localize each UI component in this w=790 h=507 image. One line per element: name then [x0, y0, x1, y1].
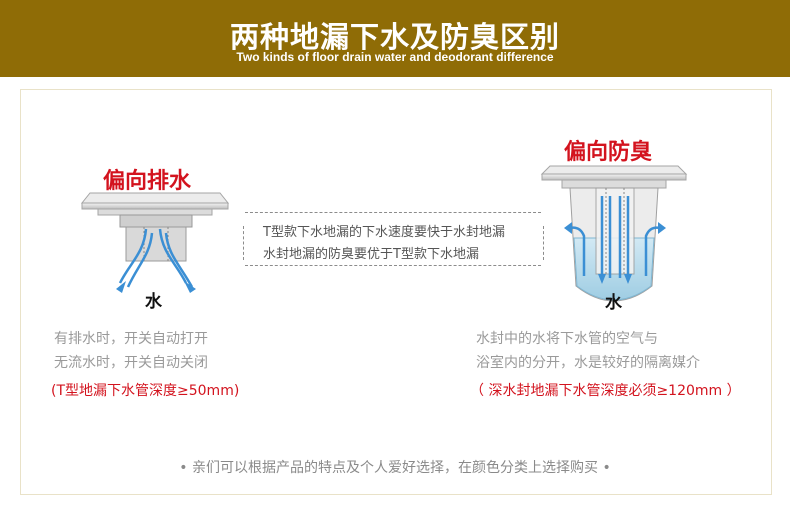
left-caption-line2: 无流水时，开关自动关闭 — [54, 355, 208, 371]
right-note: （ 深水封地漏下水管深度必须≥120mm ） — [470, 383, 741, 399]
left-label: 偏向排水 — [103, 169, 192, 194]
content-panel — [20, 89, 772, 495]
comparison-line1: T型款下水地漏的下水速度要快于水封地漏 — [263, 225, 505, 240]
right-label: 偏向防臭 — [564, 140, 653, 165]
page-title: 两种地漏下水及防臭区别 — [229, 20, 560, 54]
left-note: (T型地漏下水管深度≥50mm) — [51, 383, 240, 399]
comparison-line2: 水封地漏的防臭要优于T型款下水地漏 — [263, 247, 479, 262]
left-water-label: 水 — [145, 292, 162, 312]
comparison-bracket-left — [243, 226, 252, 260]
page-subtitle: Two kinds of floor drain water and deodo… — [236, 50, 554, 64]
water-seal-drain-illustration — [540, 165, 688, 302]
water-seal-arrows — [569, 196, 661, 278]
header-banner: 两种地漏下水及防臭区别 Two kinds of floor drain wat… — [0, 0, 790, 77]
left-caption-line1: 有排水时，开关自动打开 — [54, 331, 208, 347]
comparison-bracket-right — [535, 226, 544, 260]
right-water-label: 水 — [605, 293, 622, 313]
right-caption-line1: 水封中的水将下水管的空气与 — [476, 331, 658, 347]
right-caption-line2: 浴室内的分开，水是较好的隔离媒介 — [476, 355, 700, 371]
t-drain-illustration — [80, 192, 230, 293]
footer-note: • 亲们可以根据产品的特点及个人爱好选择，在颜色分类上选择购买 • — [179, 460, 611, 476]
water-flow-arrows — [118, 228, 194, 288]
comparison-box: T型款下水地漏的下水速度要快于水封地漏 水封地漏的防臭要优于T型款下水地漏 — [245, 212, 541, 266]
